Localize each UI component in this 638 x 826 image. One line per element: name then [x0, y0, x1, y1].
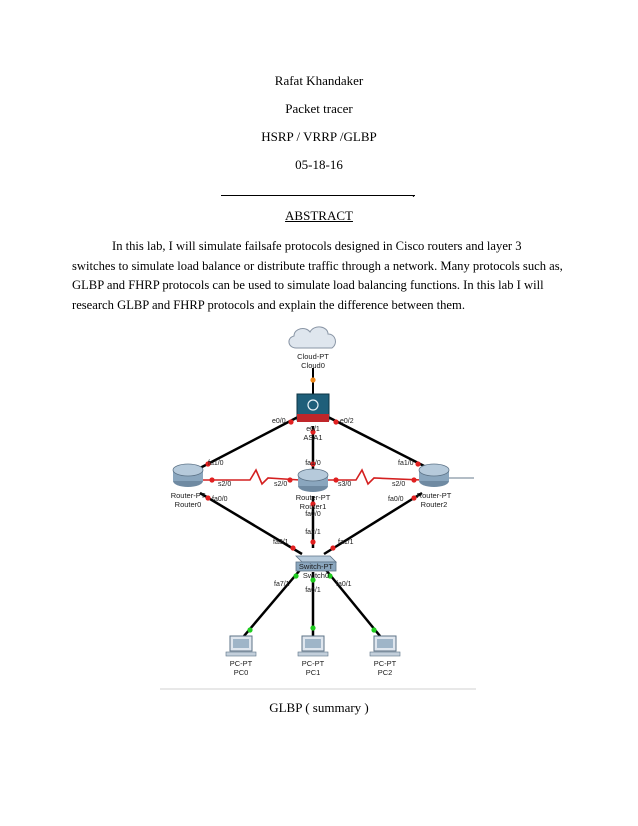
port-label: fa1/1	[338, 539, 354, 546]
port-label: fa1/0	[398, 460, 414, 467]
router-icon	[297, 468, 329, 492]
pc2-name: PC2	[378, 668, 393, 677]
port-label: fa0/0	[305, 511, 321, 518]
port-label: fa6/1	[305, 587, 321, 594]
date-line: 05-18-16	[295, 157, 343, 172]
pc-icon	[225, 635, 257, 657]
separator-rule	[221, 195, 415, 196]
link-router0-switch	[199, 491, 303, 556]
switch-label: Switch-PT	[299, 562, 334, 571]
status-dot	[310, 429, 316, 435]
link-switch-pc0	[243, 569, 301, 637]
port-label: fa0/0	[212, 496, 228, 503]
port-label: fa3/1	[273, 539, 289, 546]
pc1-label: PC-PT	[302, 659, 325, 668]
status-dot	[310, 625, 316, 631]
port-label: e0/0	[272, 418, 286, 425]
port-label: fa1/0	[208, 460, 224, 467]
cloud-icon	[288, 326, 336, 349]
router1-label: Router-PT	[296, 493, 331, 502]
status-dot	[310, 461, 316, 467]
router2-label: Router-PT	[417, 491, 452, 500]
status-dot	[287, 477, 293, 483]
abstract-line: In this lab, I will simulate failsafe pr…	[112, 239, 522, 253]
abstract-paragraph: In this lab, I will simulate failsafe pr…	[72, 237, 572, 315]
status-dot	[310, 501, 316, 507]
status-dot	[327, 573, 333, 579]
figure-caption: GLBP ( summary )	[269, 700, 369, 715]
port-label: s2/0	[274, 481, 287, 488]
status-dot	[205, 495, 211, 501]
link-switch-pc2	[325, 569, 381, 637]
separator-mark: .	[412, 186, 415, 200]
link-asa-router2	[327, 415, 429, 470]
router1-name: Router1	[300, 502, 327, 511]
status-dot	[411, 495, 417, 501]
port-label: s3/0	[338, 481, 351, 488]
status-dot	[247, 627, 253, 633]
status-dot	[371, 627, 377, 633]
status-dot	[205, 461, 211, 467]
status-dot	[333, 477, 339, 483]
firewall-icon	[296, 393, 330, 422]
pc-icon	[297, 635, 329, 657]
port-label: fa7/1	[274, 581, 290, 588]
abstract-line: GLBP and FHRP protocols can be used to s…	[72, 278, 544, 292]
port-label: e0/2	[340, 418, 354, 425]
asa-name: ASA1	[303, 433, 322, 442]
serial-router1-router2	[328, 468, 423, 486]
status-dot	[310, 377, 316, 383]
abstract-heading: ABSTRACT	[285, 208, 353, 223]
status-dot	[288, 419, 294, 425]
pc0-label: PC-PT	[230, 659, 253, 668]
status-dot	[333, 419, 339, 425]
router0-name: Router0	[175, 500, 202, 509]
status-dot	[209, 477, 215, 483]
switch-icon	[295, 555, 337, 572]
link-router2-switch	[323, 491, 423, 556]
pc0-name: PC0	[234, 668, 249, 677]
pc-icon	[369, 635, 401, 657]
router0-label: Router-PT	[171, 491, 206, 500]
pc1-name: PC1	[306, 668, 321, 677]
author-line: Rafat Khandaker	[274, 73, 364, 88]
status-dot	[293, 573, 299, 579]
status-dot	[330, 545, 336, 551]
cloud-label: Cloud-PT	[297, 352, 329, 361]
router2-name: Router2	[421, 500, 448, 509]
status-dot	[310, 539, 316, 545]
abstract-line: research GLBP and FHRP protocols and exp…	[72, 297, 465, 312]
status-dot	[290, 545, 296, 551]
topic-line: HSRP / VRRP /GLBP	[261, 129, 377, 144]
router-icon	[418, 463, 450, 487]
port-label: s2/0	[392, 481, 405, 488]
abstract-line: switches to simulate load balance or dis…	[72, 258, 563, 273]
cloud-name: Cloud0	[301, 361, 325, 370]
tool-line: Packet tracer	[285, 101, 353, 116]
pc2-label: PC-PT	[374, 659, 397, 668]
port-label: fa0/1	[336, 581, 352, 588]
port-label: fa2/1	[305, 529, 321, 536]
status-dot	[411, 477, 417, 483]
network-topology-diagram: Cloud-PT Cloud0 e0/0 e0/1 e0/2 ASA1 fa1/…	[160, 318, 476, 690]
port-label: s2/0	[218, 481, 231, 488]
switch-name: Switch0	[303, 571, 329, 580]
serial-router0-router1	[200, 468, 301, 486]
status-dot	[310, 577, 316, 583]
port-label: fa1/0	[305, 460, 321, 467]
router-icon	[172, 463, 204, 487]
port-label: fa0/0	[388, 496, 404, 503]
status-dot	[415, 461, 421, 467]
link-asa-router0	[199, 415, 299, 470]
port-label: e0/1	[306, 426, 320, 433]
